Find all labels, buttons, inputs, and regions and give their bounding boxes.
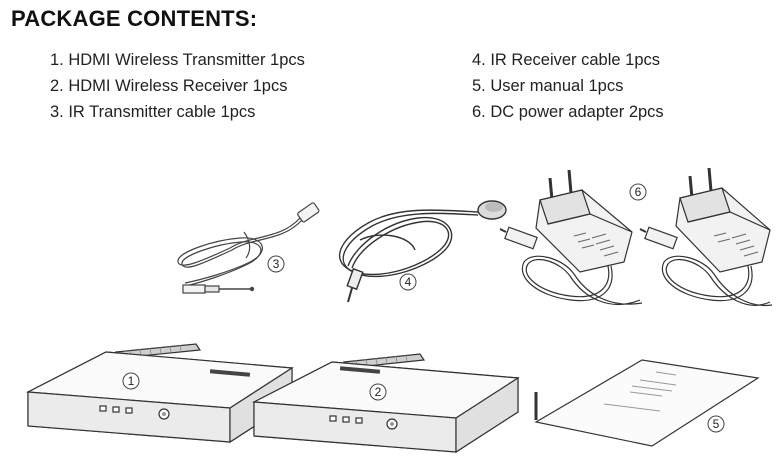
list-item: 6. DC power adapter 2pcs xyxy=(472,103,664,121)
callout-user-manual: 5 xyxy=(707,415,725,433)
contents-list-left: 1. HDMI Wireless Transmitter 1pcs 2. HDM… xyxy=(50,47,305,125)
svg-text:3: 3 xyxy=(273,257,280,271)
dc-power-adapter xyxy=(639,167,773,307)
hdmi-wireless-receiver xyxy=(251,353,538,454)
callout-hdmi-wireless-receiver: 2 xyxy=(369,383,387,401)
ir-transmitter-cable xyxy=(177,202,320,294)
list-item: 4. IR Receiver cable 1pcs xyxy=(472,51,661,69)
svg-text:6: 6 xyxy=(635,185,642,199)
page-title: PACKAGE CONTENTS: xyxy=(11,6,257,32)
list-item: 5. User manual 1pcs xyxy=(472,77,624,95)
title-text: PACKAGE CONTENTS xyxy=(11,6,250,31)
svg-text:5: 5 xyxy=(713,417,720,431)
callout-ir-transmitter-cable: 3 xyxy=(267,255,285,273)
svg-text:1: 1 xyxy=(128,374,135,388)
ir-receiver-cable xyxy=(338,200,507,303)
dc-power-adapter xyxy=(499,169,643,305)
callout-hdmi-wireless-transmitter: 1 xyxy=(122,372,140,390)
hdmi-wireless-transmitter xyxy=(25,343,294,444)
title-colon: : xyxy=(249,6,258,31)
callout-ir-receiver-cable: 4 xyxy=(399,273,417,291)
callout-dc-power-adapter: 6 xyxy=(629,183,647,201)
contents-list-right: 4. IR Receiver cable 1pcs 5. User manual… xyxy=(472,47,664,125)
svg-text:4: 4 xyxy=(405,275,412,289)
list-item: 2. HDMI Wireless Receiver 1pcs xyxy=(50,77,288,95)
list-item: 1. HDMI Wireless Transmitter 1pcs xyxy=(50,51,305,69)
list-item: 3. IR Transmitter cable 1pcs xyxy=(50,103,256,121)
svg-text:2: 2 xyxy=(375,385,382,399)
user-manual xyxy=(534,359,760,447)
